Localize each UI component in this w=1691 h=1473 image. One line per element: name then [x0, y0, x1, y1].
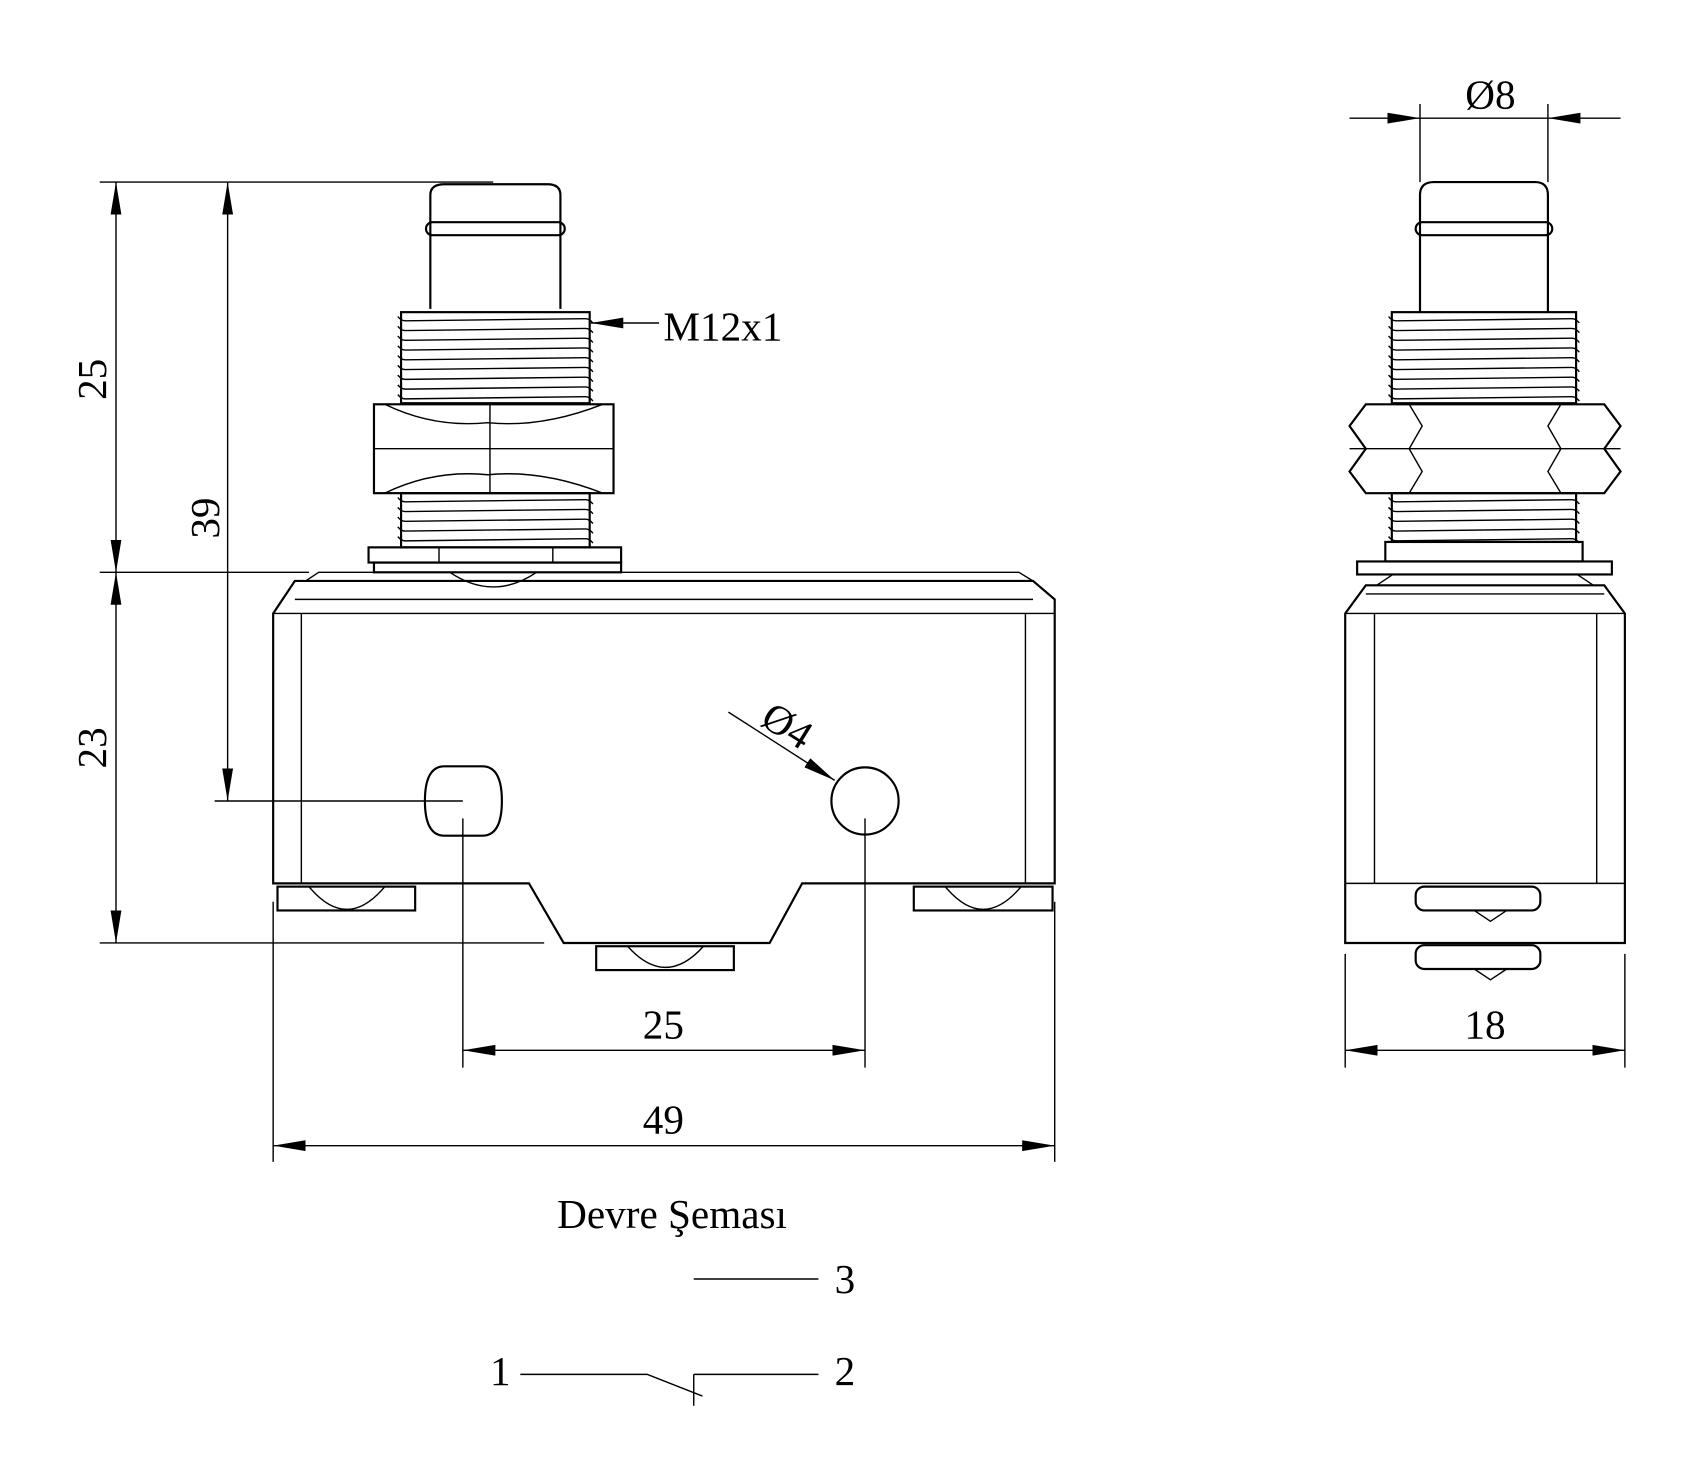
terminal-1-label: 1	[490, 1348, 511, 1394]
plunger	[424, 183, 566, 309]
dim-25-vertical: 25	[69, 359, 115, 400]
front-view	[272, 183, 1056, 972]
terminal-3-label: 3	[835, 1256, 856, 1302]
terminal-2-label: 2	[835, 1348, 856, 1394]
thread-lines	[1388, 497, 1580, 544]
hole-diameter-label: Ø4	[754, 693, 821, 759]
dim-25-horizontal: 25	[643, 1001, 684, 1047]
schematic-title: Devre Şeması	[557, 1191, 787, 1237]
switch-body	[272, 571, 1056, 945]
thread-lines	[397, 497, 594, 544]
side-view	[1344, 181, 1626, 981]
dim-18: 18	[1464, 1001, 1505, 1047]
thread-lines	[1388, 316, 1580, 402]
thread-label: M12x1	[663, 303, 782, 349]
thread-lines	[397, 316, 594, 402]
dim-49: 49	[643, 1097, 684, 1143]
plunger-diameter-label: Ø8	[1465, 71, 1515, 117]
threaded-bushing	[367, 311, 623, 588]
terminals	[276, 885, 1054, 972]
side-dimensions: Ø8 18	[1344, 71, 1626, 1068]
circuit-schematic: Devre Şeması 3 1 2	[490, 1191, 855, 1406]
dim-23: 23	[69, 727, 115, 768]
dim-39: 39	[182, 498, 228, 539]
mounting-hole-left	[423, 765, 503, 837]
